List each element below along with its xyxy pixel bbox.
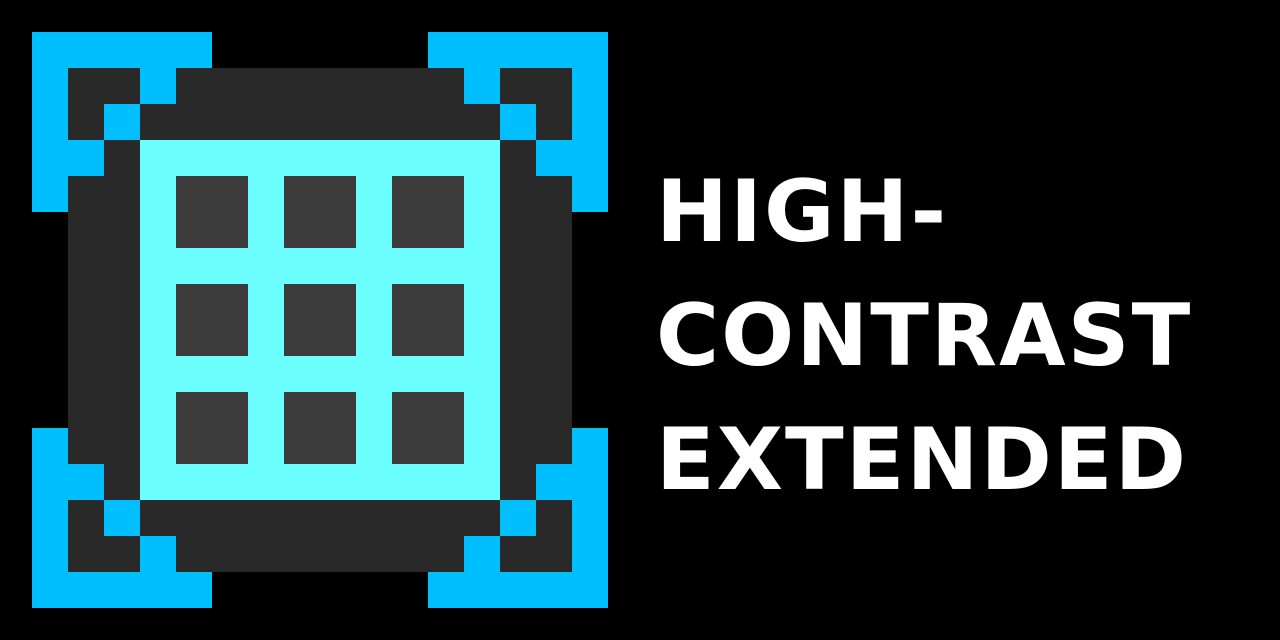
title-line-2: CONTRAST bbox=[656, 286, 1193, 386]
bracket-notch bbox=[464, 68, 500, 104]
grid-cell bbox=[392, 176, 464, 248]
grid-cell bbox=[284, 284, 356, 356]
frame-corner bbox=[68, 68, 104, 104]
bracket-notch bbox=[536, 464, 572, 500]
grid-cell bbox=[284, 176, 356, 248]
title-line-3: EXTENDED bbox=[656, 410, 1188, 510]
grid-cell bbox=[392, 284, 464, 356]
grid-cell bbox=[392, 392, 464, 464]
frame-notches bbox=[68, 68, 572, 572]
frame-corner bbox=[536, 536, 572, 572]
title-line-1: HIGH- bbox=[656, 162, 949, 262]
grid-cell bbox=[284, 392, 356, 464]
bracket-notch bbox=[500, 104, 536, 140]
grid-cell bbox=[176, 176, 248, 248]
page-title: HIGH- CONTRAST EXTENDED bbox=[656, 150, 1256, 522]
cell-grid bbox=[176, 176, 464, 464]
frame-corner bbox=[536, 68, 572, 104]
bracket-notch bbox=[104, 500, 140, 536]
bracket-notch bbox=[464, 536, 500, 572]
bracket-notch bbox=[68, 464, 104, 500]
bracket-bottom-right-block bbox=[572, 428, 608, 608]
bracket-notch bbox=[536, 140, 572, 176]
bracket-notch bbox=[140, 68, 176, 104]
bracket-top-right-block bbox=[572, 32, 608, 212]
frame-corner bbox=[68, 536, 104, 572]
bracket-top-left-block bbox=[32, 32, 68, 212]
grid-cell bbox=[176, 284, 248, 356]
bracket-notch bbox=[104, 104, 140, 140]
grid-cell bbox=[176, 392, 248, 464]
bracket-notch bbox=[68, 140, 104, 176]
bracket-bottom-left-block bbox=[32, 428, 68, 608]
bracket-notch bbox=[500, 500, 536, 536]
bracket-notch bbox=[140, 536, 176, 572]
grid-frame-icon bbox=[32, 32, 608, 608]
